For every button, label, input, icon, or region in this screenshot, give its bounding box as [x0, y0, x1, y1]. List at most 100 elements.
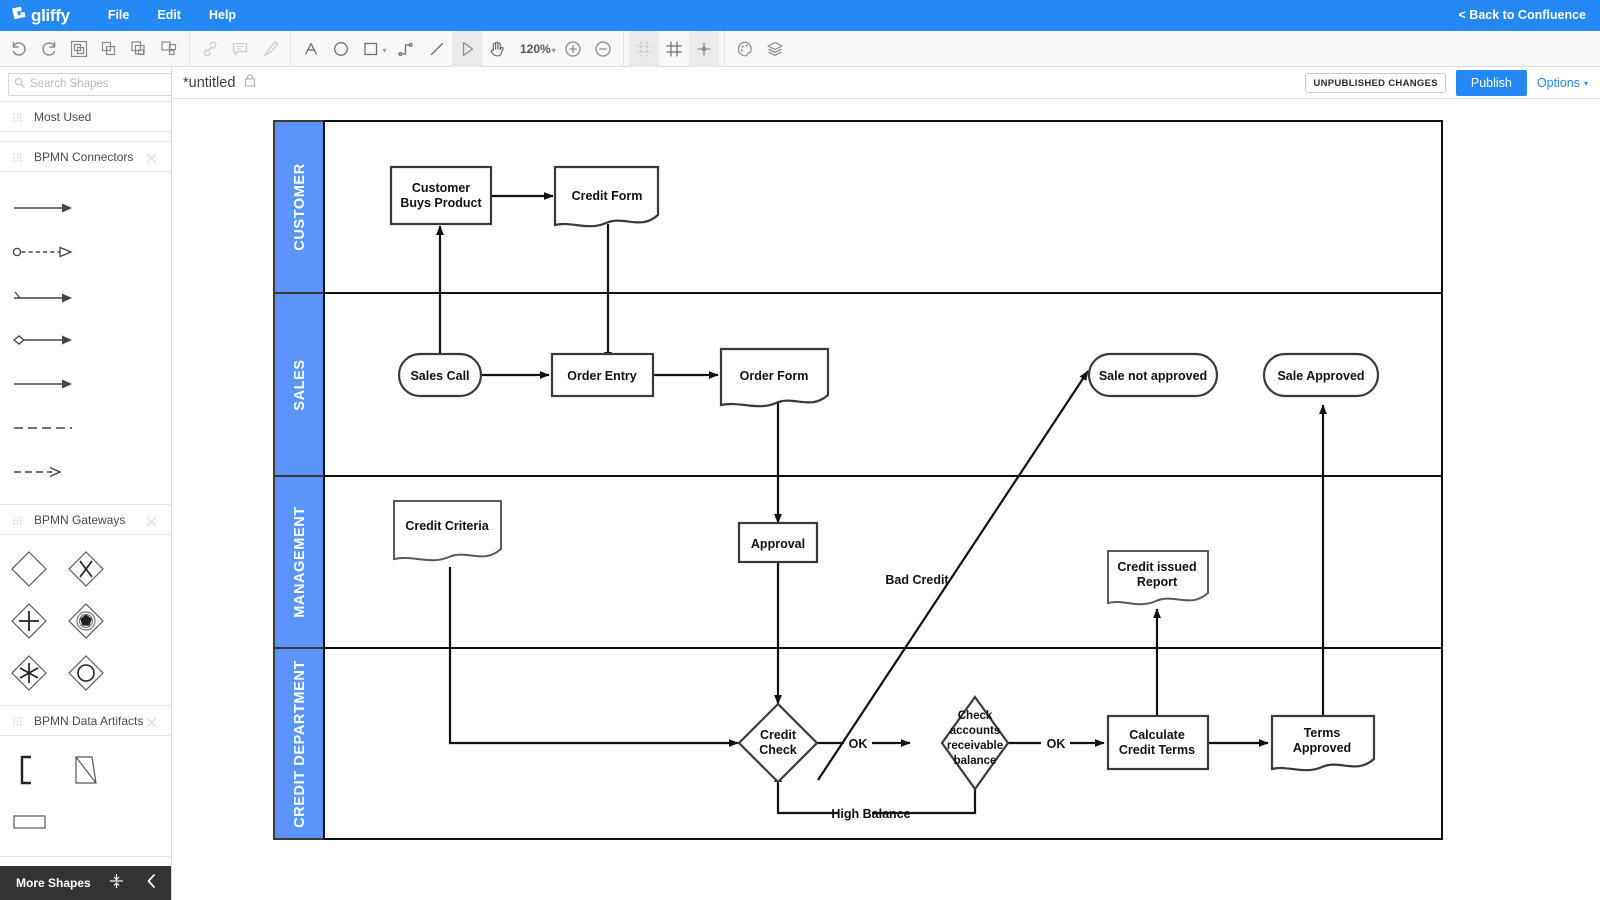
node-customer-buys-product: Customer Buys Product	[389, 165, 493, 226]
diagram-canvas[interactable]: Customer Buys Product Credit Form Sales …	[172, 99, 1600, 900]
shape-gateway-plain-diamond[interactable]	[0, 543, 57, 595]
undo-icon[interactable]	[4, 31, 34, 67]
close-icon[interactable]	[146, 715, 157, 728]
node-credit-criteria: Credit Criteria	[393, 500, 502, 562]
hand-icon[interactable]	[482, 31, 512, 67]
node-sales-call: Sales Call	[397, 352, 483, 398]
zoom-in-icon[interactable]	[558, 31, 588, 67]
layers-icon[interactable]	[760, 31, 790, 67]
close-icon[interactable]	[146, 514, 157, 527]
group-icon[interactable]	[64, 31, 94, 67]
page-title[interactable]: *untitled	[183, 74, 236, 91]
edge-label-ok-1: OK	[849, 737, 868, 751]
chevron-left-icon[interactable]	[146, 873, 157, 894]
svg-text:Report: Report	[1137, 575, 1178, 589]
shape-arrow-with-tick[interactable]	[0, 274, 86, 318]
eyedropper-icon[interactable]	[255, 31, 285, 67]
sidebar-section-most-used[interactable]: Most Used	[0, 101, 171, 132]
comment-icon[interactable]	[225, 31, 255, 67]
more-shapes-bar[interactable]: More Shapes	[0, 866, 171, 900]
elbow-connector-icon[interactable]	[392, 31, 422, 67]
node-approval: Approval	[737, 521, 819, 564]
shape-arrow-solid-2[interactable]	[0, 362, 86, 406]
menu-edit[interactable]: Edit	[157, 8, 181, 22]
shape-data-annotation-rect[interactable]	[0, 796, 57, 848]
publish-button[interactable]: Publish	[1455, 69, 1527, 96]
text-icon[interactable]	[296, 31, 326, 67]
menu-file[interactable]: File	[107, 8, 130, 22]
sidebar-section-bpmn-data-artifacts[interactable]: BPMN Data Artifacts	[0, 705, 171, 736]
shape-dashed-open-arrow-with-circle[interactable]	[0, 230, 86, 274]
shape-library-sidebar: Most Used BPMN Connectors	[0, 67, 172, 900]
svg-text:accounts: accounts	[950, 725, 1001, 737]
link-icon[interactable]	[195, 31, 225, 67]
options-dropdown[interactable]: Options ▾	[1537, 76, 1588, 90]
snap-icon[interactable]	[688, 30, 719, 67]
shape-arrow-solid[interactable]	[0, 186, 86, 230]
ellipse-icon[interactable]	[326, 31, 356, 67]
duplicate-icon[interactable]	[124, 31, 154, 67]
gliffy-logo-icon	[10, 6, 29, 25]
shape-data-object-folded[interactable]	[57, 744, 114, 796]
lane-label-customer: CUSTOMER	[292, 163, 308, 251]
svg-text:receivable: receivable	[947, 740, 1003, 752]
rectangle-icon[interactable]: ▾	[356, 31, 392, 67]
lane-label-credit-department: CREDIT DEPARTMENT	[292, 660, 308, 828]
search-input[interactable]	[30, 78, 171, 90]
straight-line-icon[interactable]	[422, 31, 452, 67]
shape-gateway-inclusive-plus[interactable]	[0, 595, 57, 647]
svg-text:Check: Check	[759, 743, 797, 757]
shape-dashed-line[interactable]	[0, 406, 86, 450]
search-shapes-box[interactable]	[8, 72, 171, 96]
svg-text:Credit: Credit	[760, 728, 797, 742]
shape-gateway-complex-asterisk[interactable]	[0, 647, 57, 699]
shape-grid-bpmn-connectors	[0, 172, 171, 504]
copy-icon[interactable]	[94, 31, 124, 67]
app-logo[interactable]: gliffy	[10, 6, 70, 26]
brand-wordmark: gliffy	[31, 5, 70, 25]
svg-text:balance: balance	[954, 755, 997, 767]
lane-labels: CUSTOMER SALES MANAGEMENT CREDIT DEPARTM…	[292, 163, 308, 828]
collapse-vertical-icon[interactable]	[109, 873, 124, 894]
status-badge[interactable]: UNPUBLISHED CHANGES	[1305, 72, 1446, 93]
bring-front-icon[interactable]	[154, 31, 184, 67]
grid-icon[interactable]	[659, 31, 689, 67]
lock-icon[interactable]	[244, 73, 256, 92]
theme-palette-icon[interactable]	[730, 31, 760, 67]
drag-grip-icon	[13, 715, 22, 726]
shape-gateway-parallel-circle[interactable]	[57, 647, 114, 699]
chevron-down-icon[interactable]: ▾	[382, 46, 387, 55]
shape-data-store-bracket[interactable]	[0, 744, 57, 796]
shape-gateway-event-based[interactable]	[57, 595, 114, 647]
svg-text:Buys Product: Buys Product	[400, 196, 482, 210]
redo-icon[interactable]	[34, 31, 64, 67]
svg-text:Credit Criteria: Credit Criteria	[405, 519, 489, 533]
node-sale-approved: Sale Approved	[1262, 352, 1380, 398]
shape-gateway-exclusive-x[interactable]	[57, 543, 114, 595]
menu-help[interactable]: Help	[208, 8, 237, 22]
search-icon	[14, 75, 25, 93]
editor-toolbar: ▾ 120% ▾	[0, 30, 1600, 67]
sidebar-section-bpmn-gateways[interactable]: BPMN Gateways	[0, 504, 171, 535]
back-to-confluence-link[interactable]: < Back to Confluence	[1458, 8, 1586, 22]
svg-text:Terms: Terms	[1304, 726, 1341, 740]
shape-dashed-arrow[interactable]	[0, 450, 86, 494]
pointer-icon[interactable]	[452, 30, 482, 67]
svg-text:Sales Call: Sales Call	[410, 369, 469, 383]
zoom-out-icon[interactable]	[588, 31, 618, 67]
zoom-level-dropdown[interactable]: 120% ▾	[520, 42, 556, 56]
toolbar-separator	[189, 30, 190, 67]
shape-arrow-with-diamond[interactable]	[0, 318, 86, 362]
chevron-down-icon: ▾	[1583, 79, 1588, 88]
node-sale-not-approved: Sale not approved	[1087, 352, 1219, 398]
node-credit-issued-report: Credit issued Report	[1107, 550, 1209, 606]
toolbar-separator	[622, 30, 624, 67]
guides-icon[interactable]	[628, 30, 659, 67]
document-header-bar: *untitled UNPUBLISHED CHANGES Publish Op…	[172, 67, 1600, 99]
lane-label-management: MANAGEMENT	[292, 506, 308, 618]
close-icon[interactable]	[146, 151, 157, 164]
bpmn-swimlane-diagram: Customer Buys Product Credit Form Sales …	[172, 99, 1600, 900]
sidebar-section-bpmn-connectors[interactable]: BPMN Connectors	[0, 141, 171, 172]
edge-label-bad-credit: Bad Credit	[885, 573, 949, 587]
drag-grip-icon	[13, 111, 22, 122]
